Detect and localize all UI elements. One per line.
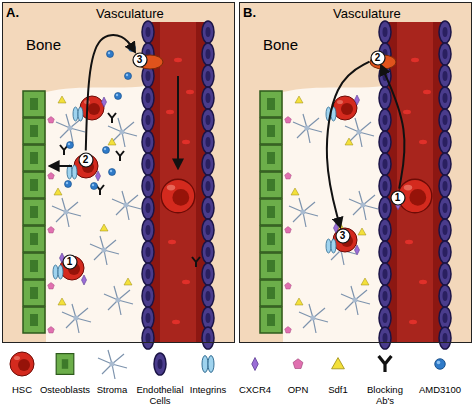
flow-arrow xyxy=(86,35,135,150)
flow-arrow xyxy=(381,66,404,189)
callout-circle-shape xyxy=(133,53,147,67)
legend-integrin-icon xyxy=(202,356,214,373)
integrin-symbol xyxy=(326,239,336,253)
legend-label: CXCR4 xyxy=(228,384,282,395)
blood-flow-arrow xyxy=(177,76,179,168)
legend-amd3100-icon xyxy=(435,359,446,370)
callout-badge: 3 xyxy=(132,52,148,68)
figure-panel: B. 1 2 3 xyxy=(239,2,472,343)
legend-sdf1-icon xyxy=(332,358,345,369)
region-label: Vasculature xyxy=(333,6,401,21)
region-label: Vasculature xyxy=(96,6,164,21)
panel-letter: A. xyxy=(6,5,19,20)
panel-letter: B. xyxy=(243,5,256,20)
hsc-cell xyxy=(333,228,357,252)
amd3100-molecule xyxy=(115,93,122,100)
legend-stroma-icon xyxy=(98,350,127,379)
callout-number: 2 xyxy=(78,152,94,168)
region-label: Bone xyxy=(26,36,61,53)
panel-b-background xyxy=(239,2,472,349)
region-label: Bone xyxy=(263,36,298,53)
amd3100-molecule xyxy=(107,51,114,58)
legend-label: Stroma xyxy=(85,384,139,395)
cxcr4-symbol xyxy=(355,95,360,105)
cxcr4-symbol xyxy=(355,245,360,255)
integrin-symbol xyxy=(73,107,83,121)
callout-circle-shape xyxy=(336,229,350,243)
integrin-symbol xyxy=(53,265,63,279)
callout-circle-shape xyxy=(63,255,77,269)
amd3100-molecule xyxy=(129,45,136,52)
legend-label: OPN xyxy=(271,384,325,395)
callout-circle-shape xyxy=(371,51,385,65)
hsc-cell xyxy=(333,96,357,120)
amd3100-molecule xyxy=(125,73,132,80)
legend-hsc-icon xyxy=(10,352,34,376)
legend-label: Blocking Ab's xyxy=(358,384,412,406)
legend-label: Integrins xyxy=(181,384,235,395)
legend-antibody-icon xyxy=(379,356,392,372)
legend-osteoblast-icon xyxy=(56,354,74,375)
legend-opn-icon xyxy=(293,359,303,369)
integrin-symbol xyxy=(67,165,77,179)
legend-endothelial-icon xyxy=(154,353,166,375)
cxcr4-symbol xyxy=(102,97,107,107)
callout-badge: 3 xyxy=(335,228,351,244)
migration-arrow xyxy=(50,165,72,167)
cxcr4-symbol xyxy=(96,171,101,181)
legend-label: Osteoblasts xyxy=(38,384,92,395)
legend-label: Endothelial Cells xyxy=(133,384,187,406)
circulating-hsc xyxy=(161,179,195,213)
panel-a-background xyxy=(2,2,235,349)
sdf1-symbol xyxy=(358,228,366,235)
callout-badge: 1 xyxy=(62,254,78,270)
figure-panel: A. 1 2 3 xyxy=(2,2,235,343)
amd3100-molecule xyxy=(65,181,72,188)
amd3100-molecule xyxy=(103,147,110,154)
callout-number: 2 xyxy=(370,50,386,66)
amd3100-molecule xyxy=(91,183,98,190)
callout-circle-shape xyxy=(391,191,405,205)
amd3100-molecule xyxy=(67,142,74,149)
callout-circle-shape xyxy=(79,153,93,167)
callout-badge: 1 xyxy=(390,190,406,206)
blocking-antibody xyxy=(192,257,200,267)
hsc-cell xyxy=(80,96,104,120)
legend-label: AMD3100 xyxy=(413,384,467,395)
legend-cxcr4-icon xyxy=(252,358,259,371)
integrin-symbol xyxy=(326,107,336,121)
legend-label: Sdf1 xyxy=(311,384,365,395)
amd3100-molecule xyxy=(109,169,116,176)
callout-badge: 2 xyxy=(370,50,386,66)
flow-arrow xyxy=(327,62,370,227)
blocking-antibody xyxy=(116,151,124,161)
callout-number: 1 xyxy=(62,254,78,270)
blocking-antibody xyxy=(108,113,116,123)
callout-number: 3 xyxy=(132,52,148,68)
cxcr4-symbol xyxy=(82,275,87,285)
callout-number: 1 xyxy=(390,190,406,206)
callout-badge: 2 xyxy=(78,152,94,168)
callout-number: 3 xyxy=(335,228,351,244)
